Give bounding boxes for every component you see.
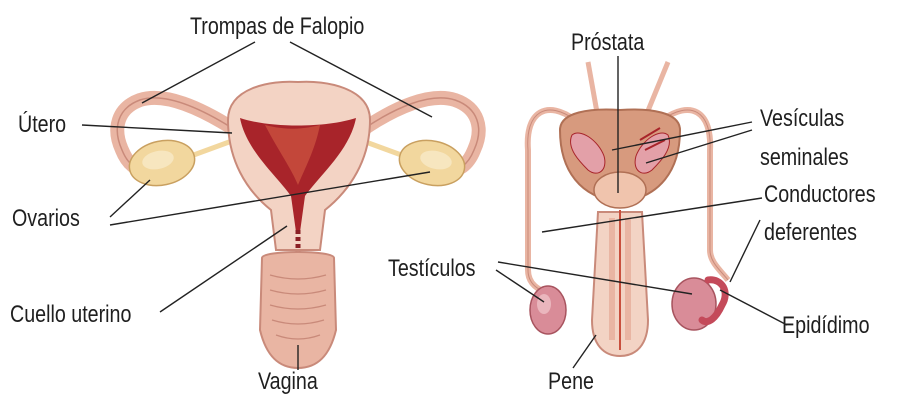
label-vas-deferens-2: deferentes	[764, 220, 857, 246]
label-penis: Pene	[548, 369, 594, 395]
label-epididymis: Epidídimo	[782, 313, 870, 339]
prostate	[594, 172, 646, 208]
label-seminal-vesicles-1: Vesículas	[760, 106, 844, 132]
female-reproductive-system	[117, 82, 478, 368]
label-testicles: Testículos	[388, 256, 476, 282]
label-vas-deferens-1: Conductores	[764, 182, 876, 208]
label-prostate: Próstata	[571, 30, 644, 56]
label-vagina: Vagina	[258, 369, 318, 395]
label-seminal-vesicles-2: seminales	[760, 145, 849, 171]
label-fallopian-tubes: Trompas de Falopio	[190, 14, 364, 40]
label-ovaries: Ovarios	[12, 206, 80, 232]
label-cervix: Cuello uterino	[10, 302, 131, 328]
label-uterus: Útero	[18, 112, 66, 138]
male-reproductive-system	[528, 62, 728, 356]
